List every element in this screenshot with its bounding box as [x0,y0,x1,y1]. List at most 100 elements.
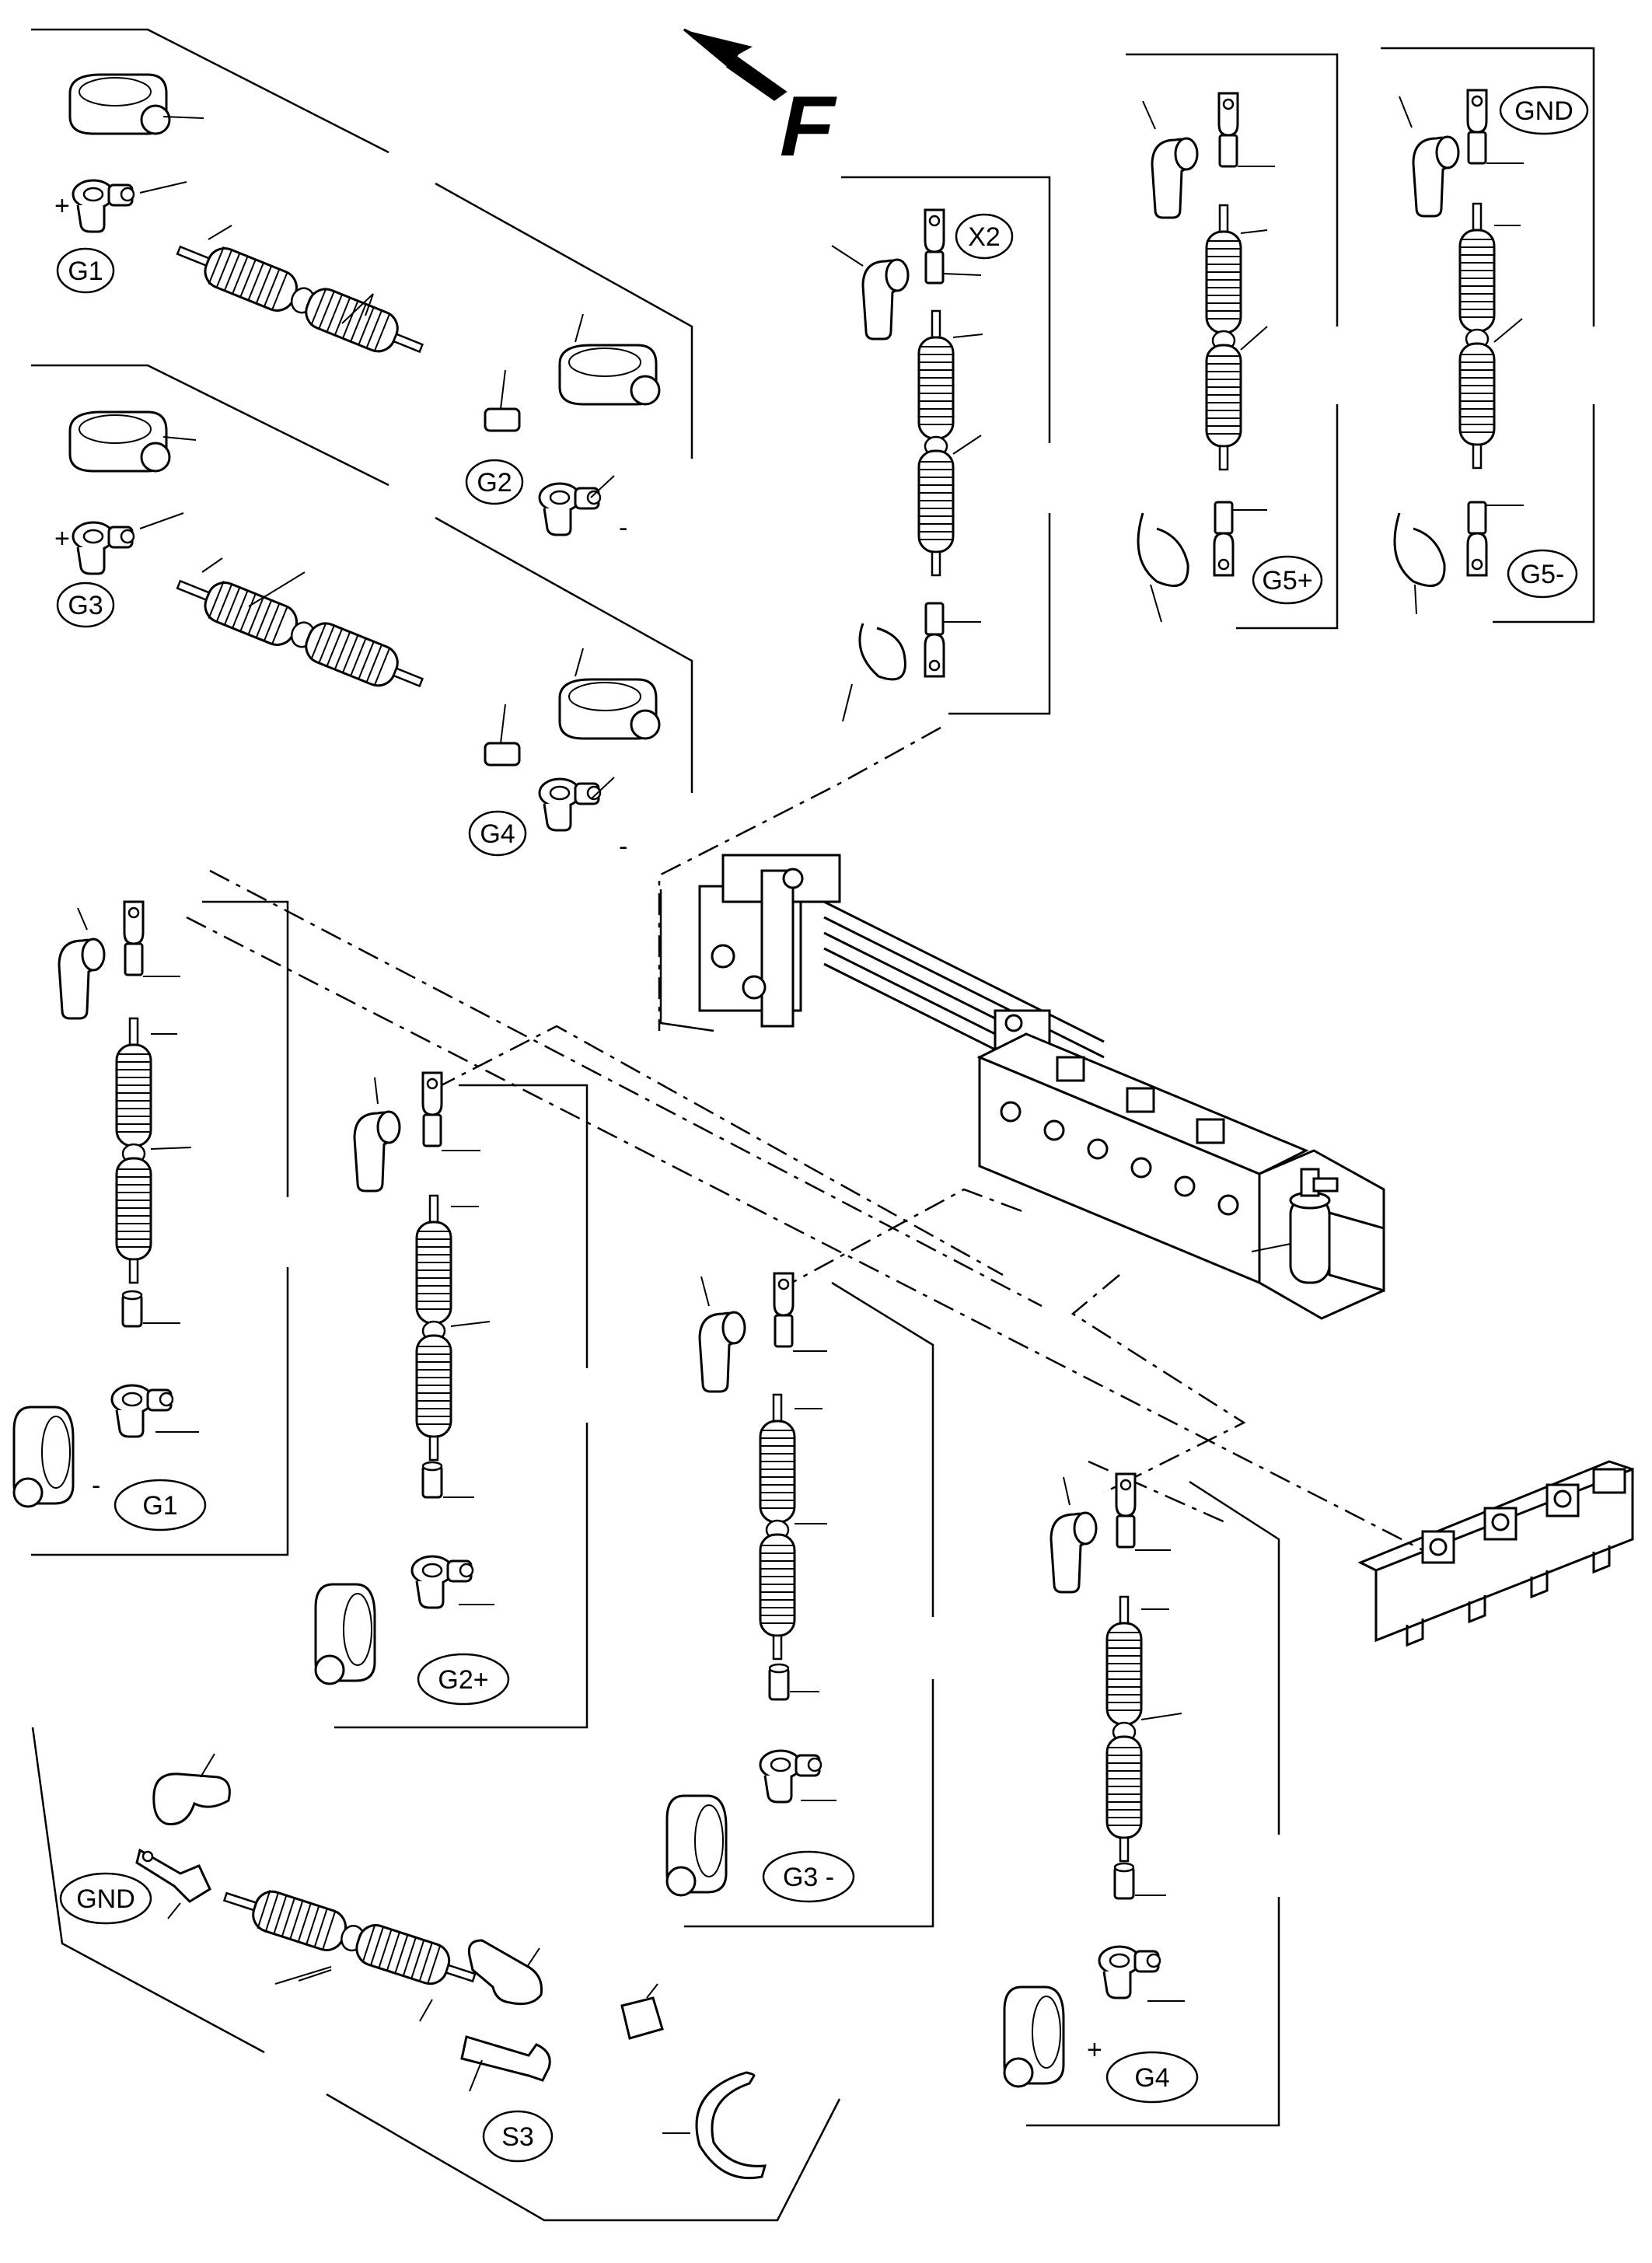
terminal-cap-icon [68,73,171,135]
cable-lug-icon [421,1071,443,1147]
insulating-boot-icon [1393,512,1446,588]
battery-cable-g1-g2 [68,73,661,536]
insulating-boot-icon [353,1110,401,1193]
terminal-block-assembly [659,854,1385,1320]
callout-g5-minus: G5- [1507,549,1578,599]
callout-text: G3 - [783,1863,834,1892]
callout-g5-plus: G5+ [1252,555,1323,605]
cable-lug-icon [1213,501,1235,577]
callout-text: G1 [142,1491,177,1521]
cable-g1-vertical [12,900,199,1508]
cable-g5-minus [1393,89,1524,615]
ferrule-icon [768,1663,790,1701]
callout-text: G1 [68,257,103,286]
corrugated-sleeve-icon [415,1194,452,1462]
callout-g4-top: G4 [468,810,527,857]
cable-g2-plus [314,1071,494,1685]
battery-cable-g3-g4 [68,410,661,832]
callout-text: G5- [1521,560,1565,589]
minus-sign: - [619,832,627,861]
cable-x2 [831,208,983,722]
plus-sign: + [54,191,70,221]
polarity-marks: + + - - - + [54,191,1102,2065]
insulating-boot-icon [1050,1511,1098,1594]
insulating-boot-icon [858,623,906,681]
corrugated-sleeve-icon [218,1876,482,1999]
terminal-cap-icon [314,1583,376,1685]
cable-lug-icon [924,602,945,678]
terminal-cap-icon [558,344,661,406]
ferrule-icon [421,1461,443,1499]
cable-lug-icon [123,900,145,976]
corrugated-sleeve-icon [169,564,430,703]
callout-g2-plus: G2+ [417,1653,510,1706]
corrugated-sleeve-icon [1205,204,1242,471]
callout-g1-mid: G1 [114,1479,207,1531]
callout-text: G2 [477,468,512,498]
battery-terminal-clamp-icon [72,521,135,575]
battery-terminal-clamp-icon [1098,1945,1161,1999]
plus-sign: + [54,524,70,554]
callout-g4-bottom: G4 [1105,2051,1199,2104]
ferrule-icon [1113,1862,1135,1900]
corrugated-sleeve-icon [1458,202,1496,470]
connection-lines [186,726,1493,1587]
corrugated-sleeve-icon [1105,1595,1143,1863]
busbar-icon [1357,1460,1634,1647]
plus-sign: + [1087,2035,1102,2065]
battery-terminal-clamp-icon [72,179,135,233]
callout-gnd-bottom: GND [59,1872,152,1925]
corrugated-sleeve-icon [115,1017,152,1284]
cable-tie-icon [695,2071,767,2180]
cable-gnd-s3 [135,1753,767,2180]
callout-g3-top: G3 [56,581,115,628]
cable-lug-icon [135,1848,211,1903]
sleeve-clip-icon [620,1996,664,2040]
insulating-boot-icon [698,1311,746,1393]
insulating-boot-icon [152,1772,231,1825]
battery-terminal-clamp-icon [538,482,602,536]
insulating-boot-icon [861,258,910,340]
cable-lug-icon [1217,92,1239,168]
terminal-cap-icon [665,1794,728,1897]
cable-g3-minus [665,1272,836,1897]
corrugated-sleeve-icon [917,309,955,577]
callout-labels: G1 G2 G3 G4 X2 G5+ GND G5- [56,86,1589,2163]
insulating-boot-icon [58,938,106,1020]
callout-text: S3 [501,2122,534,2152]
callout-text: GND [1514,96,1573,126]
cable-g4-vertical [1003,1472,1185,2088]
cable-lug-icon [924,208,945,285]
callout-s3: S3 [482,2110,554,2163]
callout-gnd-right: GND [1499,86,1589,135]
callout-text: X2 [968,222,1001,252]
cable-lug-icon [1115,1472,1137,1549]
battery-terminal-clamp-icon [538,777,602,832]
ferrule-icon [121,1290,143,1328]
callout-g1-top: G1 [56,247,115,294]
insulating-boot-icon [1137,512,1189,588]
battery-terminal-clamp-icon [759,1749,823,1804]
cable-lug-icon [773,1272,795,1348]
group-outlines [31,28,1595,2222]
callout-text: G3 [68,591,103,620]
battery-terminal-clamp-icon [410,1555,474,1609]
callout-text: G5+ [1262,566,1312,595]
terminal-cap-icon [1003,1985,1065,2088]
terminal-cap-icon [68,410,171,473]
callout-x2: X2 [955,213,1014,260]
insulating-boot-icon [1151,137,1199,219]
callout-text: G2+ [438,1665,488,1695]
callout-g3-minus: G3 - [762,1850,855,1903]
terminal-cap-icon [558,678,661,740]
terminal-cap-icon [12,1406,75,1508]
corrugated-sleeve-icon [169,230,430,368]
cable-lug-icon [460,2035,551,2082]
callout-text: G4 [1134,2063,1169,2093]
callout-text: G4 [480,819,515,849]
insulating-boot-icon [467,1939,543,2006]
corrugated-sleeve-icon [759,1393,796,1661]
battery-terminal-clamp-icon [110,1384,174,1438]
